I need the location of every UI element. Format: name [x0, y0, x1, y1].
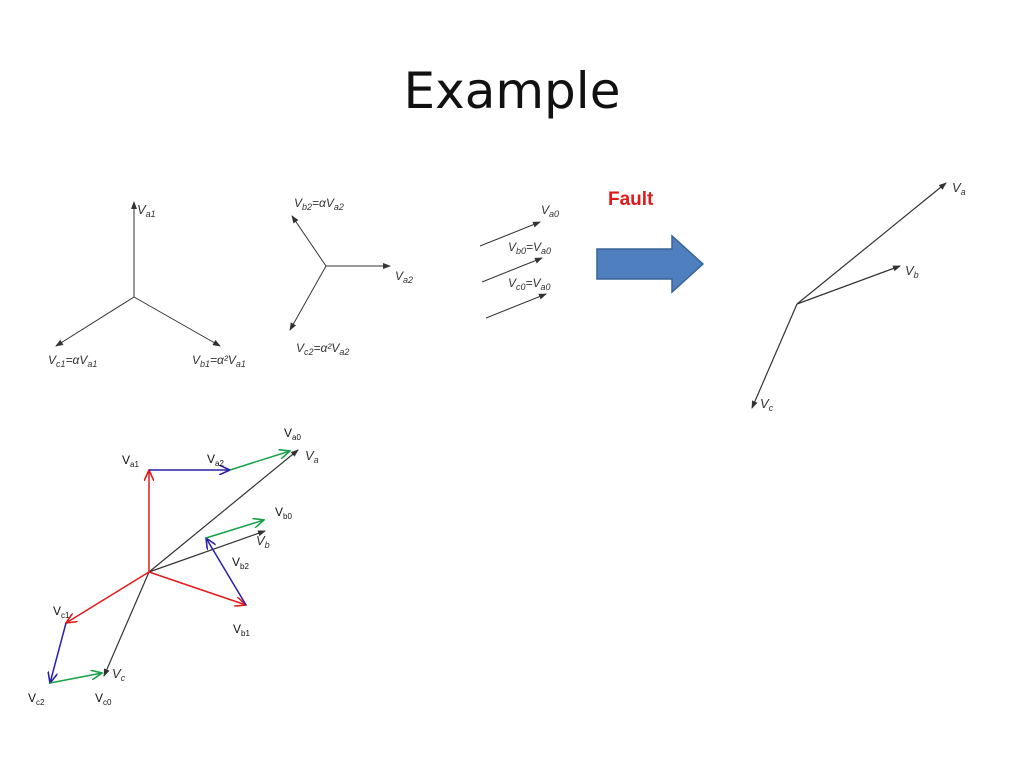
- composition-group: Va1 Va2 Va0 Va Vb0 Vb Vb2 Vb1 Vc1 Vc Vc2…: [28, 426, 319, 707]
- vb0-vector: [205, 520, 264, 539]
- vc2-vector: [50, 622, 67, 683]
- zero-sequence-group: Va0 Vb0=Va0 Vc0=Va0: [479, 203, 559, 319]
- vc0-label: Vc0=Va0: [508, 276, 551, 292]
- composite-va2-label: Va2: [207, 452, 224, 468]
- negative-sequence-group: Vb2=αVa2 Va2 Vc2=α²Va2: [289, 196, 413, 357]
- composite-vc-label: Vc: [112, 666, 126, 683]
- va0-phasor: [479, 221, 541, 247]
- vb1-phasor: [133, 296, 221, 347]
- vc1-phasor: [55, 296, 135, 347]
- fault-label: Fault: [608, 189, 654, 210]
- vc-label: Vc: [760, 396, 774, 413]
- vb-phasor: [796, 265, 901, 305]
- faulted-phasors-group: Va Vb Vc: [751, 180, 966, 413]
- composite-vb0-label: Vb0: [275, 505, 292, 521]
- va1-label: Va1: [137, 202, 156, 219]
- vb1-vector: [148, 571, 246, 605]
- vb-label: Vb: [905, 263, 919, 280]
- fault-arrow: [596, 234, 705, 294]
- composite-vc0-label: Vc0: [95, 691, 112, 707]
- vb1-label: Vb1=α²Va1: [192, 353, 246, 369]
- vc0-phasor: [485, 293, 547, 319]
- vc1-vector: [66, 571, 150, 623]
- composite-vb-phasor: [148, 530, 266, 573]
- composite-va-phasor: [148, 449, 299, 573]
- slide-title: Example: [403, 62, 621, 120]
- va-phasor: [796, 182, 947, 305]
- va2-label: Va2: [395, 269, 413, 285]
- va0-label: Va0: [541, 203, 559, 219]
- vc2-label: Vc2=α²Va2: [296, 341, 349, 357]
- vc2-phasor: [289, 265, 327, 331]
- composite-vc1-label: Vc1: [53, 604, 70, 620]
- vc0-vector: [49, 673, 102, 684]
- vc1-label: Vc1=αVa1: [48, 353, 97, 369]
- vb2-phasor: [291, 215, 327, 267]
- positive-sequence-group: Va1 Vb1=α²Va1 Vc1=αVa1: [48, 201, 246, 369]
- composite-va0-label: Va0: [284, 426, 301, 442]
- vb0-phasor: [481, 257, 543, 283]
- va-label: Va: [952, 180, 966, 197]
- vb0-label: Vb0=Va0: [508, 240, 551, 256]
- composite-vb2-label: Vb2: [232, 555, 249, 571]
- composite-vb-label: Vb: [256, 533, 270, 550]
- vb2-label: Vb2=αVa2: [294, 196, 344, 212]
- composite-va-label: Va: [305, 448, 319, 465]
- va0-vector: [229, 451, 290, 471]
- vb2-vector: [206, 538, 247, 606]
- composite-vc-phasor: [103, 571, 150, 677]
- composite-vc2-label: Vc2: [28, 691, 45, 707]
- vc-phasor: [751, 303, 798, 409]
- composite-vb1-label: Vb1: [233, 622, 250, 638]
- composite-va1-label: Va1: [122, 453, 139, 469]
